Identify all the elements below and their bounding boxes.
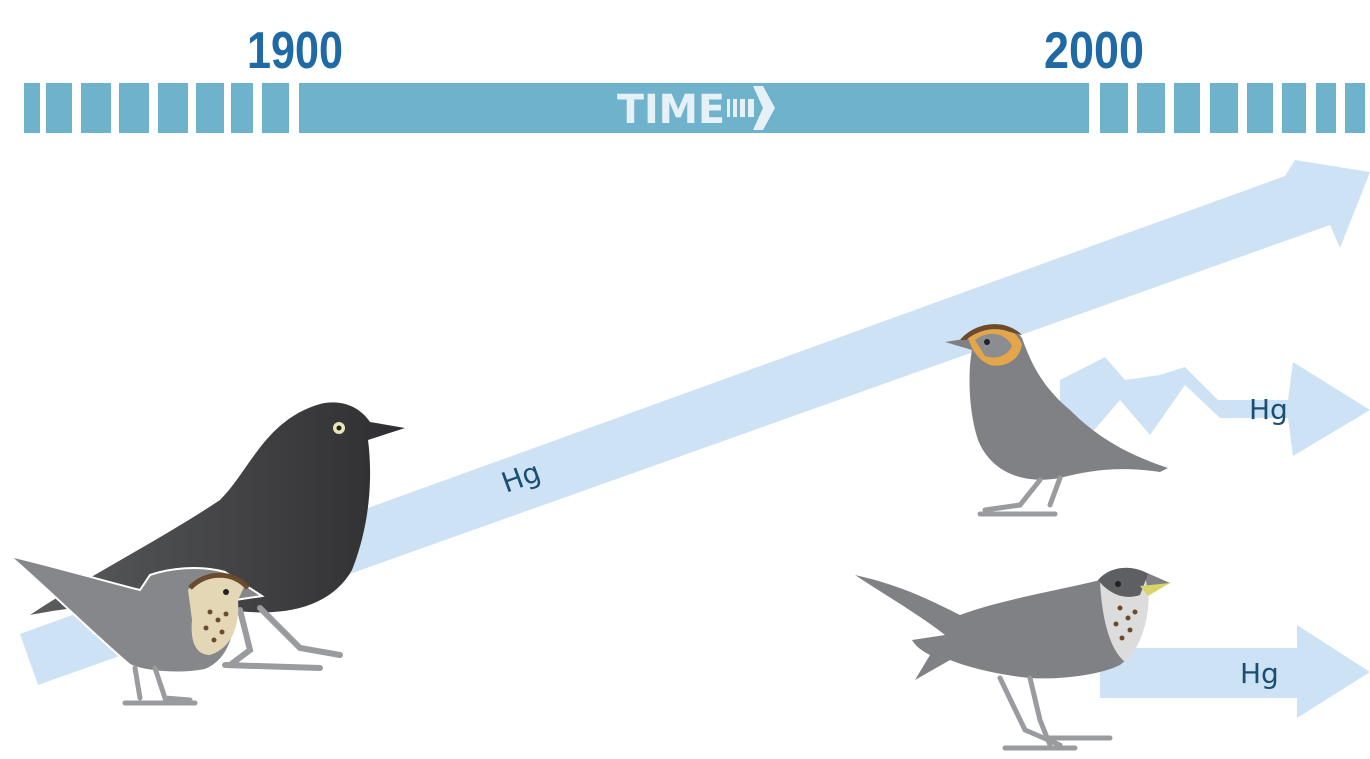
- streaked-bird-illustration: [9, 555, 265, 706]
- time-arrow-icon: [727, 86, 775, 130]
- thrush-bird-illustration: [855, 567, 1170, 751]
- timeline-dashes-right: [1100, 83, 1365, 133]
- stable-hg-arrow: Hg: [1100, 625, 1370, 718]
- timeline: 1900 2000 TIME: [24, 22, 1365, 133]
- fluctuating-hg-label: Hg: [1249, 393, 1288, 426]
- fluctuating-hg-arrow: Hg: [1060, 357, 1370, 456]
- timeline-dashes-left: [24, 83, 289, 133]
- stable-hg-label: Hg: [1240, 657, 1279, 690]
- year-1900-label: 1900: [247, 22, 343, 80]
- time-label: TIME: [617, 87, 725, 133]
- timeline-bar: [299, 83, 1089, 133]
- dark-bird-illustration: [30, 402, 405, 671]
- year-2000-label: 2000: [1044, 22, 1144, 80]
- orange-crowned-bird-illustration: [945, 324, 1168, 517]
